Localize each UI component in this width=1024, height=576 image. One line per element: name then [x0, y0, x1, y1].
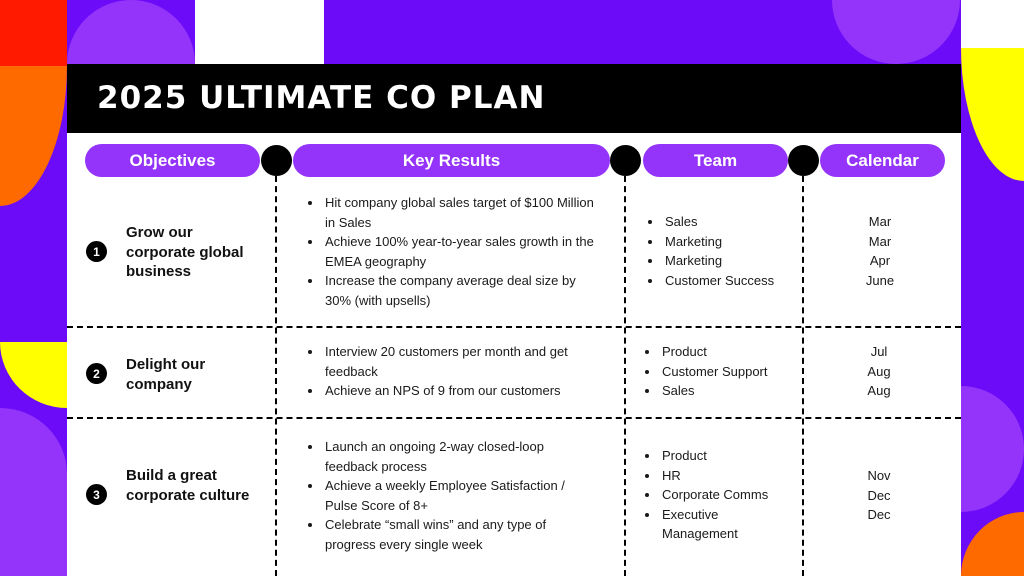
objective-text: Grow our corporate global business [126, 224, 244, 280]
deco-yellow-right [961, 48, 1024, 181]
calendar-list: Jul Aug Aug [819, 342, 939, 401]
objective-text: Delight our company [126, 356, 206, 393]
header-divider-dot-3 [788, 145, 819, 176]
objective-text: Build a great corporate culture [126, 467, 250, 504]
deco-purple-semicircle-top [67, 0, 195, 64]
deco-purple-block [0, 408, 67, 576]
row-number-badge: 2 [86, 363, 107, 384]
header-team: Team [643, 144, 788, 177]
team-item: HR [660, 466, 782, 486]
calendar-item: Dec [867, 487, 891, 503]
plan-table-panel [67, 133, 961, 576]
key-result-item: Interview 20 customers per month and get… [323, 342, 605, 381]
column-divider-2 [624, 176, 626, 576]
header-objectives: Objectives [85, 144, 260, 177]
team-item: Customer Success [663, 271, 795, 291]
team-item: Sales [660, 381, 797, 401]
calendar-item: Aug [867, 383, 891, 399]
header-calendar: Calendar [820, 144, 945, 177]
calendar-list: Mar Mar Apr June [820, 212, 940, 290]
team-item: Customer Support [660, 362, 797, 382]
row-number-badge: 1 [86, 241, 107, 262]
deco-orange-quarter-circle [0, 66, 67, 206]
column-divider-1 [275, 176, 277, 576]
team-list: Product Customer Support Sales [642, 342, 797, 401]
key-results-list: Interview 20 customers per month and get… [305, 342, 605, 401]
team-item: Sales [663, 212, 795, 232]
key-results-list: Hit company global sales target of $100 … [305, 193, 605, 311]
team-item: Executive Management [660, 505, 782, 544]
team-item: Marketing [663, 232, 795, 252]
title-bar: 2025 ULTIMATE CO PLAN [67, 64, 961, 133]
team-list: Sales Marketing Marketing Customer Succe… [645, 212, 795, 290]
key-result-item: Celebrate “small wins” and any type of p… [323, 515, 590, 554]
row-divider-1 [67, 326, 961, 328]
deco-white-square [195, 0, 324, 64]
row-divider-2 [67, 417, 961, 419]
team-item: Marketing [663, 251, 795, 271]
calendar-item: June [865, 272, 895, 288]
key-result-item: Hit company global sales target of $100 … [323, 193, 605, 232]
header-divider-dot-2 [610, 145, 641, 176]
deco-purple-circle-top-right [832, 0, 960, 64]
team-item: Product [660, 446, 782, 466]
calendar-item: Nov [867, 468, 891, 483]
key-result-item: Achieve an NPS of 9 from our customers [323, 381, 605, 401]
column-divider-3 [802, 176, 804, 576]
calendar-list: Nov Dec Dec [819, 466, 939, 525]
deco-purple-semicircle-right [961, 386, 1024, 512]
deco-orange-right [961, 512, 1024, 576]
header-key-results: Key Results [293, 144, 610, 177]
key-result-item: Achieve 100% year-to-year sales growth i… [323, 232, 605, 271]
deco-yellow-quarter-circle [0, 342, 67, 408]
deco-red-square [0, 0, 67, 66]
calendar-item: Mar [868, 233, 892, 249]
key-result-item: Increase the company average deal size b… [323, 271, 605, 310]
page-title: 2025 ULTIMATE CO PLAN [97, 80, 546, 116]
key-result-item: Achieve a weekly Employee Satisfaction /… [323, 476, 590, 515]
team-item: Corporate Comms [660, 485, 782, 505]
key-results-list: Launch an ongoing 2-way closed-loop feed… [305, 437, 590, 555]
calendar-item: Apr [869, 253, 891, 269]
team-list: Product HR Corporate Comms Executive Man… [642, 446, 782, 544]
key-result-item: Launch an ongoing 2-way closed-loop feed… [323, 437, 590, 476]
deco-white-corner [961, 0, 1024, 48]
calendar-item: Mar [868, 214, 892, 229]
calendar-item: Dec [867, 507, 891, 523]
calendar-item: Jul [870, 344, 888, 359]
calendar-item: Aug [867, 363, 891, 379]
row-number-badge: 3 [86, 484, 107, 505]
team-item: Product [660, 342, 797, 362]
header-divider-dot-1 [261, 145, 292, 176]
